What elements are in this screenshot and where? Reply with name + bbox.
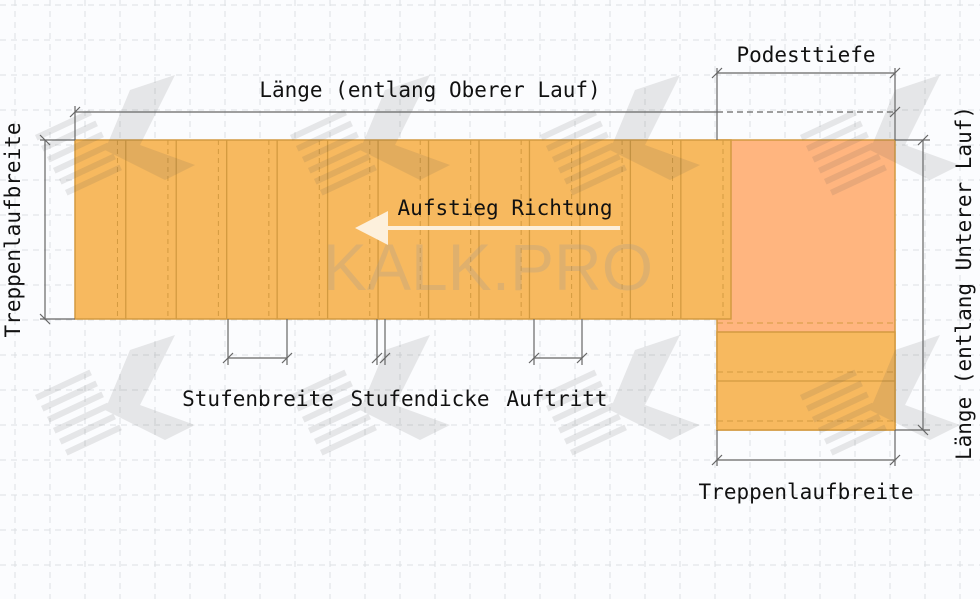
logo-bar <box>569 164 627 196</box>
watermark-text: KALK.PRO <box>323 230 653 304</box>
logo-shape <box>870 75 960 180</box>
run-width-bottom-label: Treppenlaufbreite <box>699 480 914 504</box>
logo-bar <box>552 391 609 423</box>
step-width-label: Stufenbreite <box>182 387 334 411</box>
logo-bar <box>817 142 875 174</box>
logo-bar <box>557 402 615 434</box>
logo-bar <box>812 131 869 163</box>
logo-bar <box>53 402 110 434</box>
logo-bar <box>296 120 353 152</box>
logo-bar <box>569 424 627 456</box>
logo-bar <box>812 391 869 423</box>
logo-bar <box>320 164 377 196</box>
logo-bar <box>290 369 347 401</box>
logo-bar <box>65 424 122 456</box>
logo-bar <box>41 120 98 152</box>
logo-bar <box>59 413 116 445</box>
length-lower-label: Länge (entlang Unterer Lauf) <box>952 106 976 460</box>
logo-bar <box>65 164 122 196</box>
logo-shape <box>610 75 700 180</box>
logo-bar <box>35 369 92 401</box>
watermark-logo-icon <box>540 75 700 196</box>
logo-bar <box>557 142 615 174</box>
logo-bar <box>47 391 104 423</box>
logo-bar <box>53 142 110 174</box>
logo-bar <box>314 413 371 445</box>
landing-depth-label: Podesttiefe <box>736 43 875 67</box>
logo-bar <box>540 109 597 141</box>
logo-bar <box>552 131 609 163</box>
step-lines <box>116 140 895 422</box>
logo-bar <box>59 153 116 185</box>
logo-bar <box>320 424 377 456</box>
logo-bar <box>805 380 863 412</box>
logo-bar <box>800 109 857 141</box>
logo-bar <box>35 109 92 141</box>
length-upper-label: Länge (entlang Oberer Lauf) <box>259 78 600 102</box>
logo-bar <box>308 142 365 174</box>
direction-label: Aufstieg Richtung <box>398 196 613 220</box>
logo-shape <box>105 335 195 440</box>
logo-bar <box>41 380 98 412</box>
logo-bar <box>829 424 887 456</box>
step-thickness-label: Stufendicke <box>350 387 489 411</box>
logo-bar <box>824 153 881 185</box>
watermark-logos <box>35 75 960 456</box>
logo-shape <box>610 335 700 440</box>
logo-bar <box>564 153 621 185</box>
logo-bar <box>824 413 881 445</box>
logo-bar <box>290 109 347 141</box>
logo-bar <box>540 369 597 401</box>
logo-bar <box>800 369 857 401</box>
direction-arrow <box>355 211 620 245</box>
logo-bar <box>314 153 371 185</box>
logo-bar <box>805 120 863 152</box>
logo-shape <box>870 335 960 440</box>
logo-shape <box>360 75 450 180</box>
tread-label: Auftritt <box>506 387 607 411</box>
watermark-logo-icon <box>290 75 450 196</box>
logo-bar <box>545 380 603 412</box>
watermark-logo-icon <box>800 335 960 456</box>
logo-bar <box>564 413 621 445</box>
watermark-logo-icon <box>540 335 700 456</box>
logo-bar <box>296 380 353 412</box>
logo-bar <box>302 131 359 163</box>
run-width-left-label: Treppenlaufbreite <box>1 123 25 338</box>
logo-bar <box>308 402 365 434</box>
logo-shape <box>105 75 195 180</box>
logo-bar <box>302 391 359 423</box>
watermark-logo-icon <box>35 335 195 456</box>
logo-bar <box>47 131 104 163</box>
watermark-logo-icon <box>35 75 195 196</box>
logo-bar <box>545 120 603 152</box>
watermark-logo-icon <box>800 75 960 196</box>
dimension-lines <box>39 67 930 466</box>
logo-bar <box>817 402 875 434</box>
logo-bar <box>829 164 887 196</box>
